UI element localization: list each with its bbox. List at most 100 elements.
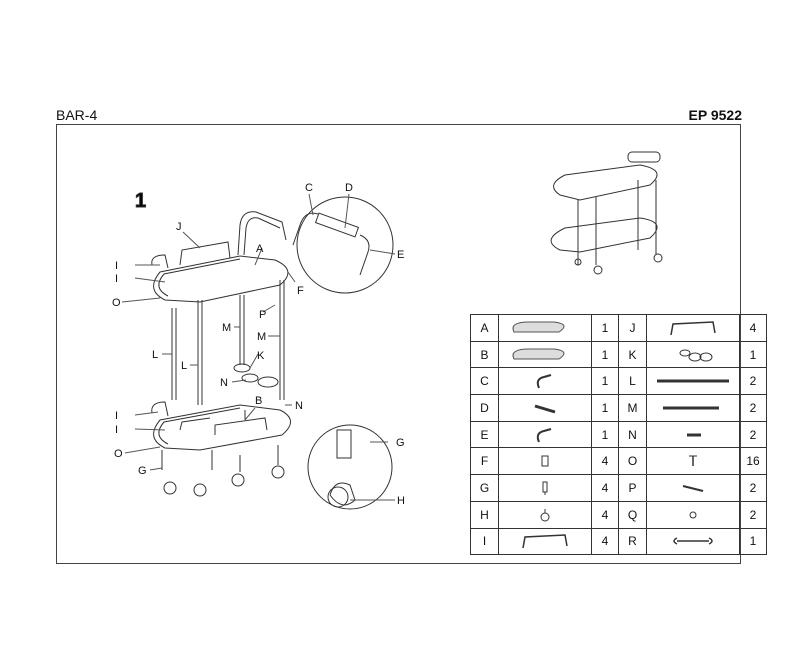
part-quantity: 2 bbox=[739, 500, 767, 529]
part-quantity: 4 bbox=[591, 447, 619, 476]
part-letter: N bbox=[618, 420, 647, 449]
part-letter: M bbox=[618, 394, 647, 422]
part-picture bbox=[498, 420, 592, 449]
part-letter: G bbox=[470, 474, 499, 502]
part-picture bbox=[646, 420, 740, 449]
callout: I bbox=[115, 424, 118, 436]
callout: G bbox=[138, 465, 147, 477]
callout: L bbox=[181, 360, 187, 372]
washer-icon bbox=[689, 511, 697, 519]
bottom-shelf bbox=[151, 401, 291, 451]
caster-stem-icon bbox=[542, 481, 548, 495]
screw-icon bbox=[689, 455, 697, 467]
part-picture bbox=[498, 340, 592, 369]
part-letter: K bbox=[618, 340, 647, 369]
part-letter: P bbox=[618, 474, 647, 502]
callout: M bbox=[222, 322, 231, 334]
part-picture bbox=[646, 447, 740, 476]
part-quantity: 1 bbox=[591, 340, 619, 369]
part-picture bbox=[646, 314, 740, 342]
oval-glass-shelf-icon bbox=[512, 348, 565, 360]
part-quantity: 2 bbox=[739, 420, 767, 449]
callout: O bbox=[114, 448, 123, 460]
part-picture bbox=[646, 527, 740, 556]
callout: I bbox=[115, 260, 118, 272]
wrench-icon bbox=[673, 537, 713, 546]
callout: F bbox=[297, 285, 304, 297]
part-picture bbox=[646, 394, 740, 422]
part-quantity: 16 bbox=[739, 447, 767, 476]
part-picture bbox=[498, 447, 592, 476]
part-quantity: 4 bbox=[739, 314, 767, 342]
part-quantity: 2 bbox=[739, 474, 767, 502]
bottle-ring-holder-icon bbox=[679, 349, 713, 362]
long-leg-tube-icon bbox=[657, 379, 729, 383]
callout: C bbox=[305, 182, 313, 194]
part-letter: R bbox=[618, 527, 647, 556]
callout: L bbox=[152, 349, 158, 361]
shelf-rail-icon bbox=[522, 534, 568, 549]
part-letter: A bbox=[470, 314, 499, 342]
callout-leaders bbox=[121, 193, 396, 501]
part-quantity: 4 bbox=[591, 500, 619, 529]
part-quantity: 4 bbox=[591, 474, 619, 502]
assembled-cart-thumbnail bbox=[550, 151, 663, 275]
handle-assembly bbox=[237, 196, 394, 294]
callout: H bbox=[397, 495, 405, 507]
callout: A bbox=[256, 243, 264, 255]
part-quantity: 2 bbox=[739, 394, 767, 422]
part-letter: O bbox=[618, 447, 647, 476]
callout: K bbox=[257, 350, 265, 362]
part-picture bbox=[498, 474, 592, 502]
part-picture bbox=[498, 367, 592, 396]
callout: N bbox=[295, 400, 303, 412]
callout-labels: A B C D E F G H I I I I J K L L M M N N … bbox=[112, 182, 405, 507]
handle-grip-icon bbox=[534, 404, 556, 414]
legs bbox=[161, 280, 285, 472]
part-letter: D bbox=[470, 394, 499, 422]
model-name: BAR-4 bbox=[56, 107, 98, 123]
callout: N bbox=[220, 377, 228, 389]
part-picture bbox=[498, 314, 592, 342]
part-quantity: 1 bbox=[739, 527, 767, 556]
part-picture bbox=[498, 500, 592, 529]
part-letter: I bbox=[470, 527, 499, 556]
curved-handle-tube-icon bbox=[536, 374, 552, 389]
caster-detail bbox=[307, 424, 393, 510]
part-letter: C bbox=[470, 367, 499, 396]
bottle-holder bbox=[233, 363, 279, 388]
callout: M bbox=[257, 331, 266, 343]
part-picture bbox=[646, 500, 740, 529]
part-quantity: 1 bbox=[739, 340, 767, 369]
callout: P bbox=[259, 309, 266, 321]
callout: D bbox=[345, 182, 353, 194]
part-picture bbox=[646, 474, 740, 502]
part-letter: F bbox=[470, 447, 499, 476]
short-leg-tube-icon bbox=[687, 433, 701, 437]
part-letter: H bbox=[470, 500, 499, 529]
part-picture bbox=[498, 527, 592, 556]
callout: B bbox=[255, 395, 262, 407]
part-letter: Q bbox=[618, 500, 647, 529]
part-quantity: 2 bbox=[739, 367, 767, 396]
part-quantity: 1 bbox=[591, 394, 619, 422]
part-picture bbox=[498, 394, 592, 422]
callout: I bbox=[115, 273, 118, 285]
connector-sleeve-icon bbox=[541, 455, 549, 467]
step-number: 1 bbox=[135, 190, 146, 212]
part-letter: E bbox=[470, 420, 499, 449]
medium-leg-tube-icon bbox=[663, 406, 719, 410]
part-quantity: 1 bbox=[591, 367, 619, 396]
oval-glass-shelf-icon bbox=[512, 321, 565, 333]
long-rail-icon bbox=[670, 321, 716, 335]
part-letter: J bbox=[618, 314, 647, 342]
